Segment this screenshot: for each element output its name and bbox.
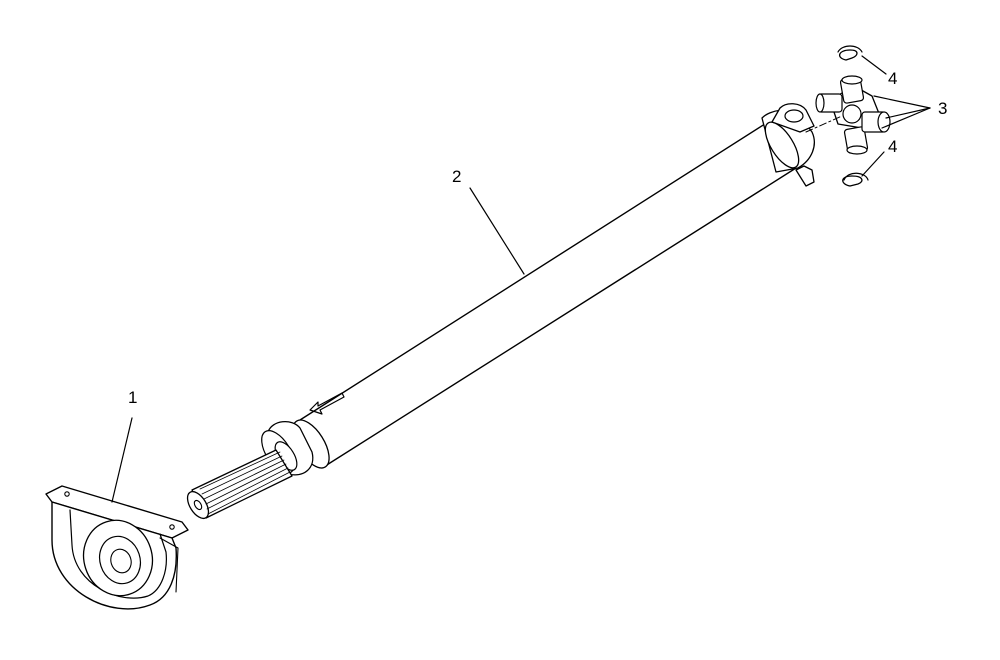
callout-2: 2 <box>452 167 461 186</box>
driveshaft <box>186 103 815 520</box>
universal-joint <box>805 75 891 155</box>
center-support-bearing <box>45 485 189 610</box>
leader-line-4-top <box>861 55 887 75</box>
callout-3: 3 <box>938 99 947 118</box>
leader-line-3b <box>873 95 931 109</box>
direction-arrow-icon <box>309 392 345 415</box>
leader-line-3c <box>881 107 931 129</box>
callout-1: 1 <box>128 388 137 407</box>
retaining-clip-top <box>837 45 863 61</box>
leader-lines <box>111 55 931 503</box>
callout-4-bottom: 4 <box>888 137 897 156</box>
callout-4-top: 4 <box>888 69 897 88</box>
retaining-clip-bottom <box>842 172 869 187</box>
leader-line-2 <box>469 187 525 275</box>
leader-line-1 <box>111 417 133 503</box>
leader-line-4-bottom <box>861 151 885 177</box>
leader-line-3a <box>885 107 931 119</box>
